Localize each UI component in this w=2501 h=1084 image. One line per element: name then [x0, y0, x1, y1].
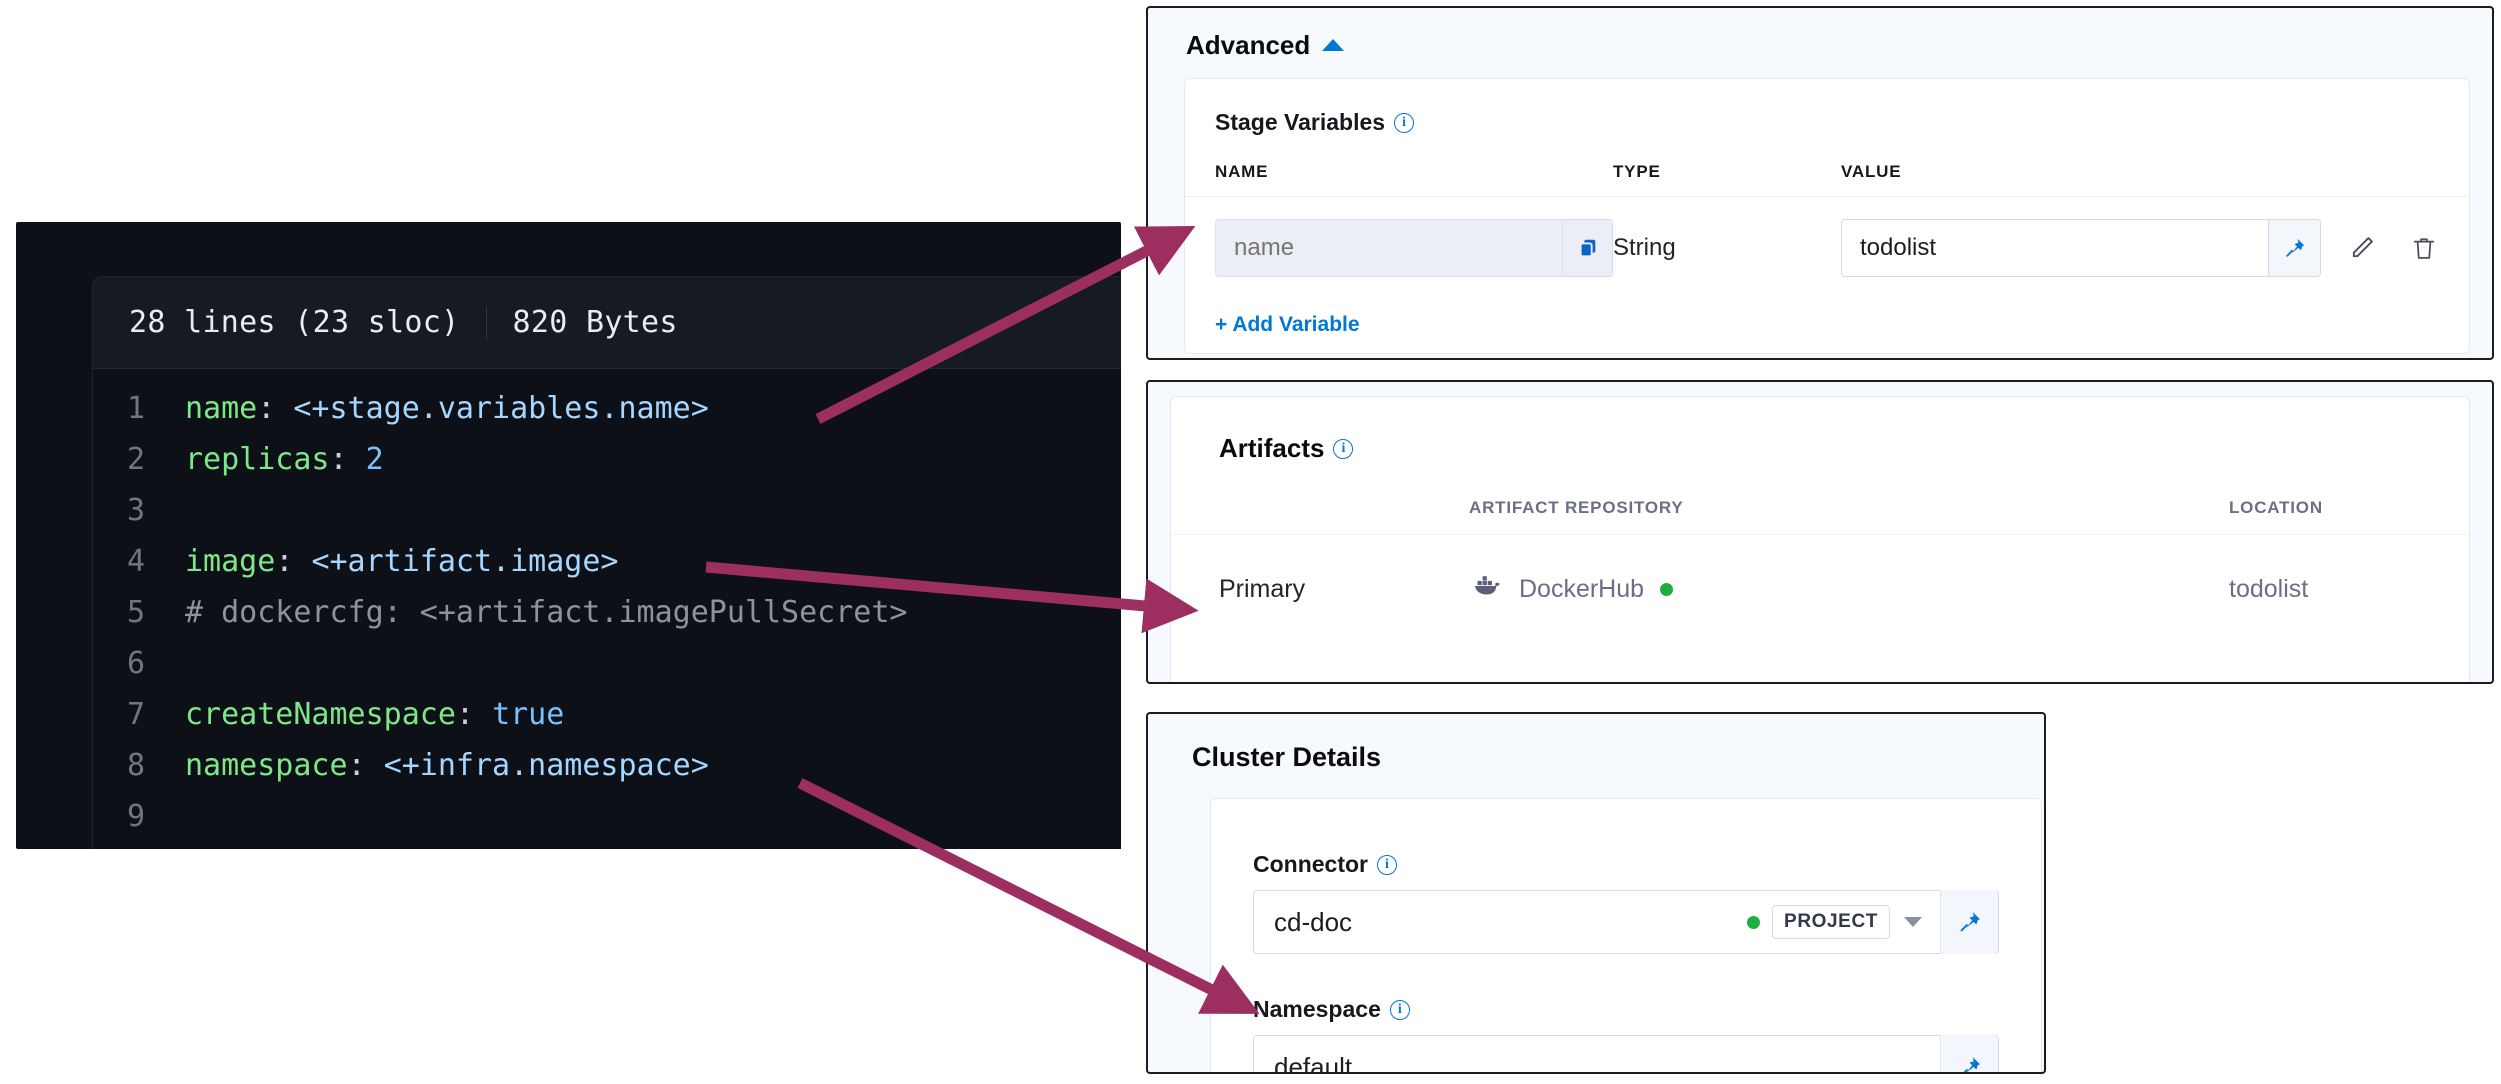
variable-value-cell — [1841, 219, 2439, 277]
artifact-location: todolist — [2229, 575, 2309, 603]
stage-variables-label: Stage Variables — [1215, 109, 1386, 135]
code-line: 3 — [93, 485, 1121, 536]
connector-label-row: Connector i — [1253, 851, 1999, 878]
info-icon[interactable]: i — [1389, 999, 1410, 1020]
code-line-text: createNamespace: true — [185, 697, 565, 732]
pin-icon[interactable] — [2269, 219, 2321, 277]
code-header: 28 lines (23 sloc) 820 Bytes — [93, 277, 1121, 369]
code-line-number: 7 — [126, 697, 145, 732]
code-line-number: 8 — [126, 748, 145, 783]
info-icon[interactable]: i — [1394, 112, 1415, 133]
connector-field: Connector i cd-doc PROJECT — [1211, 799, 2041, 954]
connector-input[interactable]: cd-doc PROJECT — [1253, 890, 1999, 954]
advanced-title: Advanced — [1186, 30, 1311, 60]
code-line-number: 5 — [126, 595, 145, 630]
code-line: 2 replicas: 2 — [93, 434, 1121, 485]
code-line-number: 6 — [126, 646, 145, 681]
artifacts-title: Artifacts — [1219, 433, 1325, 463]
column-header-artifact-repository: ARTIFACT REPOSITORY — [1469, 498, 1684, 517]
code-line-number: 3 — [126, 493, 145, 528]
info-icon[interactable]: i — [1377, 854, 1397, 875]
row-action-buttons — [2347, 233, 2439, 263]
add-variable-button[interactable]: + Add Variable — [1215, 313, 1360, 336]
table-row: String — [1185, 197, 2469, 277]
artifacts-label-row: Artifacts i — [1171, 397, 2469, 464]
pin-icon[interactable] — [1940, 890, 1998, 954]
column-header-blank — [1219, 498, 1469, 518]
column-header-value: VALUE — [1841, 162, 1902, 181]
artifacts-table-header: ARTIFACT REPOSITORY LOCATION — [1171, 464, 2469, 535]
code-line-number: 2 — [126, 442, 145, 477]
edit-pencil-icon[interactable] — [2347, 233, 2377, 263]
code-header-separator — [485, 305, 487, 340]
stage-variables-label-row: Stage Variables i — [1185, 79, 2469, 136]
namespace-field: Namespace i default — [1211, 954, 2041, 1074]
table-row: Primary DockerHub todolist — [1171, 535, 2469, 606]
code-lines[interactable]: 1 name: <+stage.variables.name> 2 replicas:… — [93, 369, 1121, 842]
variable-type-cell: String — [1613, 234, 1841, 262]
artifacts-panel: Artifacts i ARTIFACT REPOSITORY LOCATION… — [1146, 380, 2494, 684]
stage-variables-card: Stage Variables i NAME TYPE VALUE — [1184, 78, 2470, 354]
info-icon[interactable]: i — [1333, 438, 1354, 459]
code-size-label: 820 Bytes — [512, 305, 678, 340]
stage-variables-table-header: NAME TYPE VALUE — [1185, 136, 2469, 197]
code-line-text: image: <+artifact.image> — [185, 544, 619, 579]
code-line: 9 — [93, 791, 1121, 842]
code-card: 28 lines (23 sloc) 820 Bytes 1 name: <+st… — [92, 276, 1121, 849]
code-line: 6 — [93, 638, 1121, 689]
status-dot-icon — [1660, 583, 1674, 596]
column-header-location: LOCATION — [2229, 498, 2323, 517]
code-line-number: 9 — [126, 799, 145, 834]
copy-icon[interactable] — [1563, 219, 1613, 277]
cluster-details-panel: Cluster Details Connector i cd-doc PROJE… — [1146, 712, 2046, 1074]
column-header-type: TYPE — [1613, 162, 1661, 181]
code-line: 7 createNamespace: true — [93, 689, 1121, 740]
cluster-details-title: Cluster Details — [1192, 742, 1382, 772]
code-line: 8 namespace: <+infra.namespace> — [93, 740, 1121, 791]
variable-name-cell — [1215, 219, 1613, 277]
code-line: 1 name: <+stage.variables.name> — [93, 383, 1121, 434]
namespace-value: default — [1274, 1051, 1353, 1074]
code-line: 5 # dockercfg: <+artifact.imagePullSecret… — [93, 587, 1121, 638]
pin-icon[interactable] — [1940, 1035, 1998, 1072]
advanced-panel: Advanced Stage Variables i NAME TYPE VAL… — [1146, 6, 2494, 360]
code-line: 4 image: <+artifact.image> — [93, 536, 1121, 587]
status-dot-icon — [1747, 915, 1761, 929]
code-line-text: replicas: 2 — [185, 442, 384, 477]
connector-value: cd-doc — [1274, 906, 1353, 937]
scope-badge: PROJECT — [1772, 905, 1890, 939]
cluster-details-card: Connector i cd-doc PROJECT Namespace i — [1210, 798, 2042, 1074]
column-header-name: NAME — [1215, 162, 1269, 181]
chevron-up-icon[interactable] — [1322, 38, 1345, 51]
docker-whale-icon — [1469, 573, 1503, 606]
variable-name-input[interactable] — [1215, 219, 1563, 277]
artifact-type: Primary — [1219, 575, 1306, 603]
artifact-repository-name: DockerHub — [1519, 575, 1645, 603]
code-lines-label: 28 lines (23 sloc) — [129, 305, 460, 340]
variable-value-input[interactable] — [1841, 219, 2269, 277]
artifact-repository-cell: DockerHub — [1469, 573, 2229, 606]
chevron-down-icon[interactable] — [1904, 917, 1922, 927]
variable-type-value: String — [1613, 234, 1676, 261]
code-line-text: name: <+stage.variables.name> — [185, 391, 709, 426]
namespace-label: Namespace — [1253, 996, 1381, 1022]
trash-icon[interactable] — [2409, 233, 2439, 263]
code-line-text: namespace: <+infra.namespace> — [185, 748, 709, 783]
code-line-number: 4 — [126, 544, 145, 579]
namespace-label-row: Namespace i — [1253, 996, 1999, 1023]
connector-label: Connector — [1253, 851, 1368, 877]
artifacts-card: Artifacts i ARTIFACT REPOSITORY LOCATION… — [1170, 396, 2470, 682]
code-line-text: # dockercfg: <+artifact.imagePullSecret> — [185, 595, 908, 630]
code-line-number: 1 — [126, 391, 145, 426]
advanced-header[interactable]: Advanced — [1148, 8, 2492, 61]
namespace-input[interactable]: default — [1253, 1035, 1999, 1074]
code-viewer: 28 lines (23 sloc) 820 Bytes 1 name: <+st… — [16, 222, 1121, 849]
